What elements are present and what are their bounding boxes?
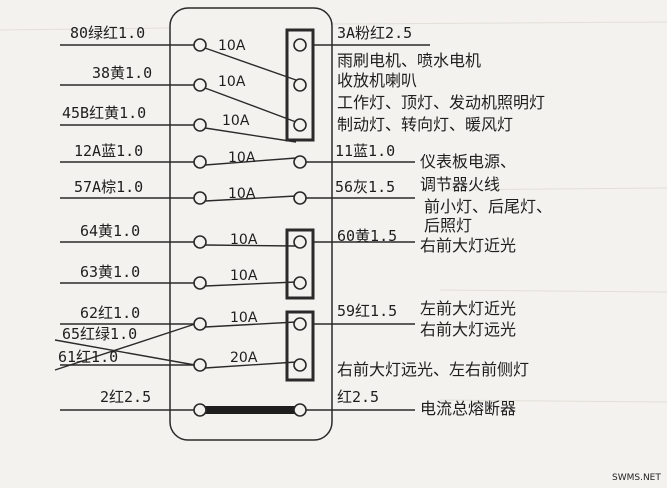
left-wire-labels: 80绿红1.0 38黄1.0 45B红黄1.0 12A蓝1.0 57A棕1.0 … [58,24,152,406]
left-label-9: 61红1.0 [58,348,118,366]
description-4: 制动灯、转向灯、暖风灯 [337,115,513,134]
description-9: 右前大灯近光 [420,236,516,255]
left-label-1: 80绿红1.0 [70,24,145,42]
right-label-4: 11蓝1.0 [335,142,395,160]
description-1: 雨刷电机、喷水电机 [337,51,481,70]
fuse-rating-7: 10A [230,268,258,284]
right-label-6: 60黄1.5 [337,227,397,245]
left-label-6: 64黄1.0 [80,222,140,240]
left-label-2: 38黄1.0 [92,64,152,82]
left-label-5: 57A棕1.0 [74,178,143,196]
left-label-7: 63黄1.0 [80,263,140,281]
description-3: 工作灯、顶灯、发动机照明灯 [337,93,545,112]
description-10: 左前大灯近光 [420,299,516,318]
description-7: 前小灯、后尾灯、 [424,197,552,216]
fuse-rating-4: 10A [228,150,256,166]
fuse-ratings: 10A 10A 10A 10A 10A 10A 10A 10A 20A [218,38,258,366]
left-wires [54,44,196,411]
fuse-rating-8: 10A [230,310,258,326]
fuse-box-housing [169,7,333,441]
description-2: 收放机喇叭 [337,71,417,90]
terminal-group-box-1 [285,28,315,142]
fuse-rating-1: 10A [218,38,246,54]
description-11: 右前大灯远光 [420,320,516,339]
circuit-descriptions: 雨刷电机、喷水电机 收放机喇叭 工作灯、顶灯、发动机照明灯 制动灯、转向灯、暖风… [337,51,552,418]
fuse-rating-6: 10A [230,232,258,248]
terminal-group-box-3 [285,310,315,382]
fuse-blades [204,47,297,369]
right-wires [305,44,430,411]
description-12: 右前大灯远光、左右前侧灯 [337,360,529,379]
main-fuse-right-label: 红2.5 [337,388,379,406]
fuse-rating-9: 20A [230,350,258,366]
description-5: 仪表板电源、 [420,152,516,171]
fuse-rating-2: 10A [218,74,246,90]
right-label-8: 59红1.5 [337,302,397,320]
main-fuse-description: 电流总熔断器 [420,399,516,418]
left-terminals [193,38,207,417]
right-wire-labels: 3A粉红2.5 11蓝1.0 56灰1.5 60黄1.5 59红1.5 红2.5 [335,24,412,406]
fuse-rating-5: 10A [228,186,256,202]
fuse-rating-3: 10A [222,113,250,129]
description-8: 后照灯 [424,216,472,235]
terminal-group-box-2 [285,228,315,300]
left-label-4: 12A蓝1.0 [74,142,143,160]
background-texture [0,21,667,403]
watermark: SWMS.NET [612,473,661,483]
right-label-5: 56灰1.5 [335,178,395,196]
description-6: 调节器火线 [420,175,500,194]
right-label-1: 3A粉红2.5 [337,24,412,42]
left-label-extra: 65红绿1.0 [62,325,137,343]
main-fuse-left-label: 2红2.5 [100,388,151,406]
left-label-3: 45B红黄1.0 [62,104,146,122]
left-label-8: 62红1.0 [80,304,140,322]
right-terminals [293,38,307,417]
